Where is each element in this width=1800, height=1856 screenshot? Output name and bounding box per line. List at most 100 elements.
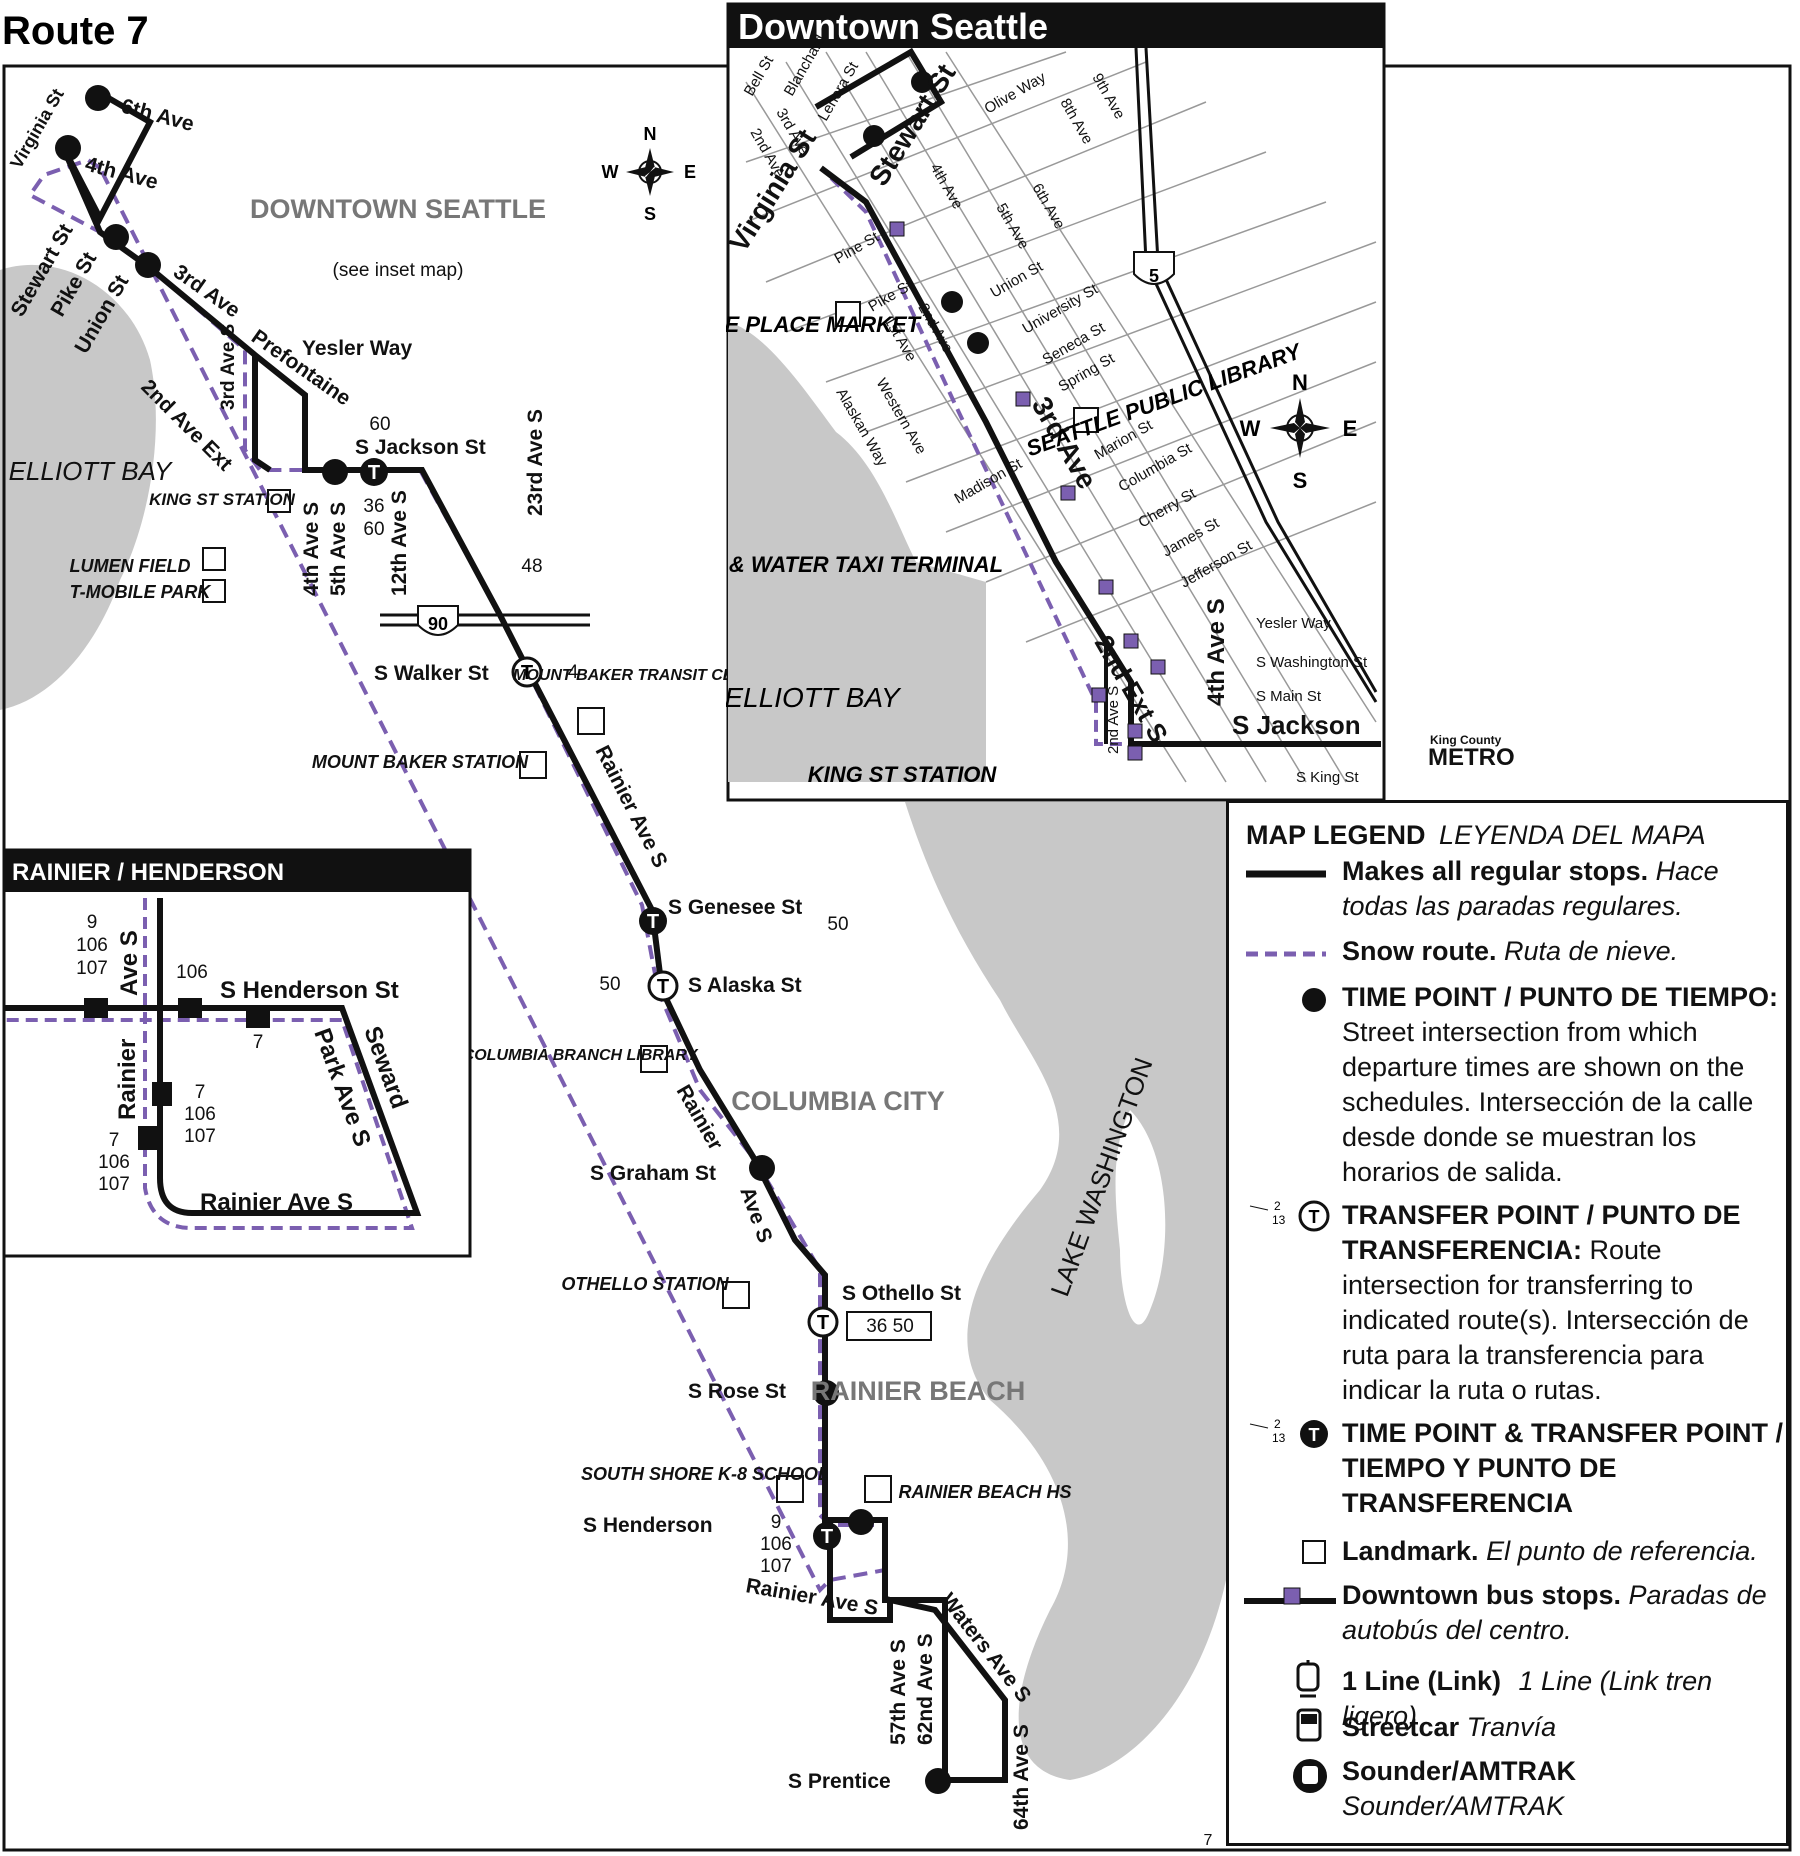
legend-title: MAP LEGEND LEYENDA DEL MAPA — [1246, 820, 1706, 850]
water-label: ELLIOTT BAY — [9, 456, 173, 486]
svg-text:S: S — [644, 204, 656, 224]
svg-text:T: T — [1309, 1207, 1320, 1227]
svg-text:5: 5 — [1149, 266, 1159, 286]
svg-text:90: 90 — [428, 614, 448, 634]
svg-text:7: 7 — [195, 1082, 206, 1103]
svg-text:Virginia St: Virginia St — [6, 85, 68, 172]
svg-text:13: 13 — [1272, 1431, 1286, 1445]
svg-text:KING ST STATION: KING ST STATION — [149, 490, 295, 509]
time-point — [813, 1380, 839, 1406]
svg-text:S Main St: S Main St — [1256, 688, 1322, 705]
svg-text:S Henderson St: S Henderson St — [220, 977, 399, 1004]
svg-text:107: 107 — [76, 958, 108, 979]
svg-text:9: 9 — [87, 912, 98, 933]
svg-text:MOUNT BAKER TRANSIT CENTER: MOUNT BAKER TRANSIT CENTER — [513, 667, 777, 684]
legend-item-snow: Snow route. Ruta de nieve. — [1342, 936, 1679, 966]
svg-text:KING ST STATION: KING ST STATION — [808, 762, 998, 787]
svg-text:2: 2 — [1274, 1199, 1281, 1213]
svg-text:23rd Ave S: 23rd Ave S — [524, 409, 547, 516]
svg-text:W: W — [602, 162, 619, 182]
svg-text:MOUNT BAKER STATION: MOUNT BAKER STATION — [312, 752, 529, 772]
svg-text:4: 4 — [568, 662, 579, 683]
svg-text:RAINIER BEACH HS: RAINIER BEACH HS — [898, 1482, 1071, 1502]
metro-logo: King County METRO — [1428, 733, 1515, 771]
lake-washington-island — [1115, 1110, 1166, 1325]
time-points — [55, 85, 951, 1794]
svg-text:36: 36 — [363, 496, 384, 517]
svg-text:S Othello St: S Othello St — [842, 1282, 961, 1305]
rainier-henderson-inset: RAINIER / HENDERSON Ave S S Henderson St… — [2, 848, 472, 1258]
transfer-points: T T T T T T — [360, 458, 841, 1550]
svg-text:T: T — [657, 976, 669, 998]
svg-text:3rd Ave S: 3rd Ave S — [218, 324, 239, 410]
svg-text:106: 106 — [76, 935, 108, 956]
legend-item-downtown-stops: Downtown bus stops. Paradas de autobús d… — [1342, 1580, 1767, 1645]
svg-text:106: 106 — [760, 1534, 792, 1555]
compass: N S W E — [602, 124, 697, 224]
svg-text:S Graham St: S Graham St — [590, 1162, 716, 1185]
svg-text:Waters Ave S: Waters Ave S — [936, 1589, 1035, 1707]
inset-title: Downtown Seattle — [738, 6, 1048, 47]
svg-text:107: 107 — [184, 1126, 216, 1147]
svg-text:7: 7 — [253, 1032, 264, 1053]
legend-item-transfer: TRANSFER POINT / PUNTO DE TRANSFERENCIA:… — [1342, 1200, 1749, 1405]
lake-washington-water — [905, 802, 1226, 1780]
svg-text:57th Ave S: 57th Ave S — [887, 1639, 910, 1745]
legend-item-landmark: Landmark. El punto de referencia. — [1342, 1536, 1758, 1566]
svg-text:Rainier Ave S: Rainier Ave S — [591, 742, 672, 872]
svg-text:5th Ave S: 5th Ave S — [327, 502, 350, 596]
svg-text:12th Ave S: 12th Ave S — [388, 490, 411, 596]
svg-text:50: 50 — [827, 914, 848, 935]
svg-text:FERRY & WATER TAXI TERMINAL: FERRY & WATER TAXI TERMINAL — [726, 552, 1003, 577]
svg-text:106: 106 — [176, 962, 208, 983]
svg-text:2nd Ave S: 2nd Ave S — [1105, 686, 1122, 754]
svg-text:107: 107 — [98, 1174, 130, 1195]
svg-text:S King St: S King St — [1296, 769, 1359, 786]
svg-text:T: T — [647, 911, 659, 933]
svg-text:7: 7 — [109, 1130, 120, 1151]
svg-text:Yesler Way: Yesler Way — [302, 337, 412, 360]
svg-text:T: T — [521, 662, 533, 684]
svg-text:T-MOBILE PARK: T-MOBILE PARK — [70, 582, 213, 602]
svg-text:S Jackson St: S Jackson St — [355, 436, 486, 459]
svg-text:T: T — [821, 1526, 833, 1548]
time-point — [85, 85, 111, 111]
svg-text:T: T — [368, 462, 380, 484]
svg-text:Rainier Ave S: Rainier Ave S — [200, 1189, 353, 1216]
svg-text:Ave S: Ave S — [116, 930, 143, 996]
svg-text:Yesler Way: Yesler Way — [1256, 615, 1331, 632]
time-point — [925, 1768, 951, 1794]
legend-item-link: 1 Line (Link) 1 Line (Link tren ligero) — [1342, 1666, 1713, 1731]
svg-text:60: 60 — [363, 519, 384, 540]
time-point — [322, 459, 348, 485]
landmark-squares — [202, 489, 892, 1503]
map-legend: MAP LEGEND LEYENDA DEL MAPA Makes all re… — [1226, 802, 1791, 1847]
svg-text:107: 107 — [760, 1556, 792, 1577]
legend-item-regular: Makes all regular stops. Hace todas las … — [1342, 856, 1719, 921]
time-point — [55, 135, 81, 161]
route-title: Route 7 — [2, 9, 149, 53]
svg-text:64th Ave S: 64th Ave S — [1010, 1724, 1033, 1830]
time-point — [103, 224, 129, 250]
svg-text:S Alaska St: S Alaska St — [688, 974, 802, 997]
inset-title: RAINIER / HENDERSON — [12, 859, 284, 886]
svg-text:50: 50 — [599, 974, 620, 995]
time-point — [749, 1155, 775, 1181]
svg-text:62nd Ave S: 62nd Ave S — [914, 1633, 937, 1745]
svg-text:6th Ave: 6th Ave — [119, 95, 197, 136]
svg-text:S: S — [1293, 468, 1308, 493]
svg-text:S Genesee St: S Genesee St — [668, 896, 802, 919]
svg-text:Rainier: Rainier — [114, 1039, 141, 1120]
legend-item-timepoint: TIME POINT / PUNTO DE TIEMPO: Street int… — [1342, 982, 1779, 1187]
svg-text:106: 106 — [98, 1152, 130, 1173]
svg-text:E: E — [1343, 416, 1358, 441]
svg-text:T: T — [1309, 1425, 1320, 1445]
svg-text:S Walker St: S Walker St — [374, 662, 489, 685]
svg-text:13: 13 — [1272, 1213, 1286, 1227]
svg-text:S Henderson: S Henderson — [583, 1514, 713, 1537]
svg-text:T: T — [817, 1312, 829, 1334]
svg-text:4th Ave: 4th Ave — [83, 153, 161, 194]
svg-text:S Prentice: S Prentice — [788, 1770, 891, 1793]
svg-text:COLUMBIA BRANCH LIBRARY: COLUMBIA BRANCH LIBRARY — [463, 1047, 699, 1064]
